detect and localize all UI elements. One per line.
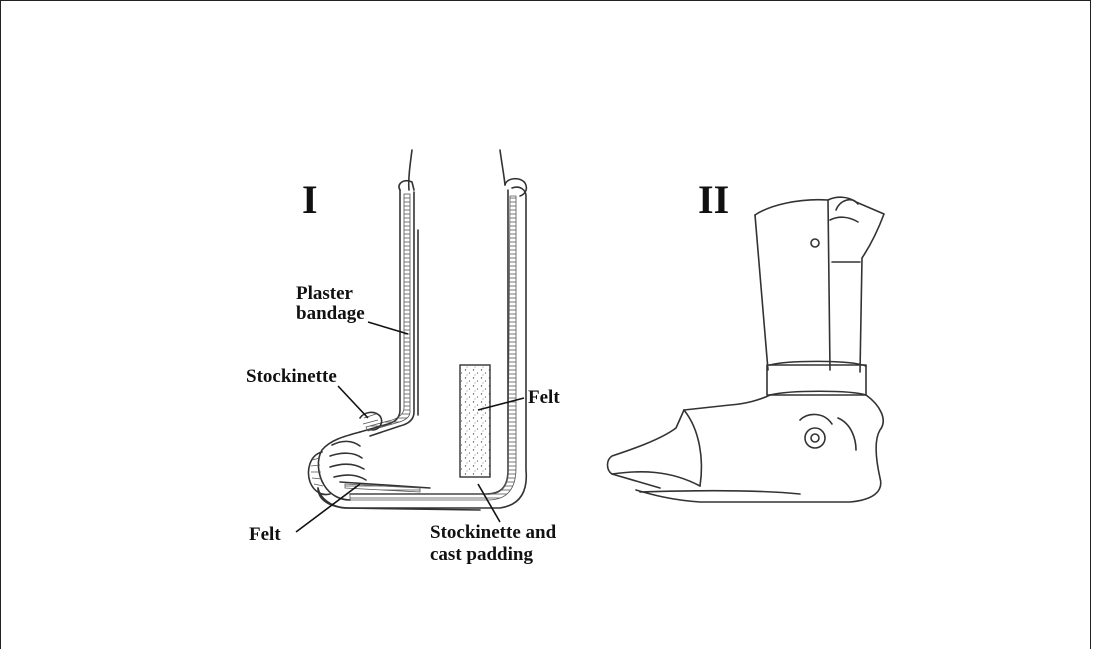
stockinette-leader — [338, 386, 368, 418]
plaster-leader — [368, 322, 408, 334]
stockinette-padding-label-line2: cast padding — [430, 544, 533, 565]
panel-two-illustration — [608, 197, 885, 502]
plaster-label-line1: Plaster — [296, 283, 354, 304]
felt-right-label: Felt — [528, 387, 560, 408]
plaster-label-line2: bandage — [296, 303, 365, 324]
stockinette-label: Stockinette — [246, 366, 337, 387]
panel-one-label: I — [302, 177, 318, 222]
padding-leader — [478, 484, 500, 522]
felt-left-label: Felt — [249, 524, 281, 545]
panel-two-label: II — [698, 177, 729, 222]
panel-one-illustration — [309, 150, 527, 510]
stockinette-padding-label-line1: Stockinette and — [430, 522, 557, 543]
